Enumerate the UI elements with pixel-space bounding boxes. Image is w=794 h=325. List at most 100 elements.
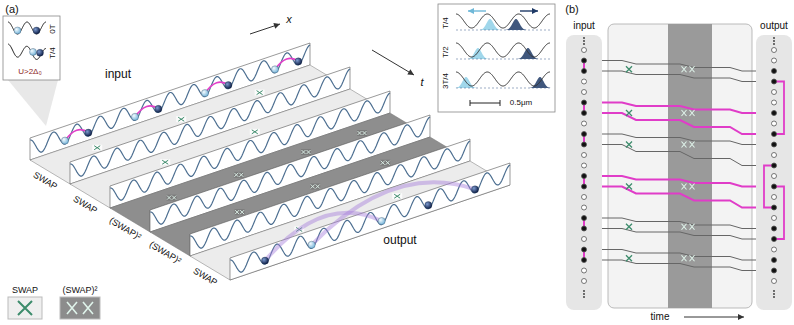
- atom-trajectory: [602, 71, 756, 82]
- scale-label: 0.5μm: [510, 99, 532, 107]
- lattice-potential: [456, 14, 550, 28]
- arrow-head: [407, 69, 414, 75]
- panel-letter: (a): [5, 4, 18, 15]
- entangled-trajectory: [602, 187, 756, 208]
- dark-atom: [85, 129, 92, 136]
- gate-tile: [255, 90, 265, 96]
- entangled-trajectory: [602, 176, 756, 187]
- swap-cross: [690, 110, 695, 116]
- legend-sample: [60, 297, 100, 319]
- swap-cross: [682, 66, 687, 72]
- empty-site: [772, 100, 777, 105]
- dark-atom: [261, 257, 268, 264]
- input-label: input: [105, 68, 131, 80]
- panel-a-illustration: [3, 4, 555, 319]
- occupied-site: [582, 184, 587, 189]
- swap-cross: [316, 184, 320, 188]
- swap-cross: [307, 150, 311, 154]
- swap-cross: [240, 210, 244, 214]
- gate-tile: [176, 116, 186, 122]
- site-column: output: [756, 20, 792, 310]
- ellipsis-dot: [773, 40, 775, 42]
- swap-cross: [358, 131, 362, 135]
- empty-site: [772, 247, 777, 252]
- panel-b-illustration: [602, 24, 756, 320]
- dark-atom: [225, 82, 232, 89]
- dark-atom: [471, 186, 478, 193]
- entanglement-bracket: [774, 187, 784, 240]
- empty-site: [582, 279, 587, 284]
- empty-site: [772, 153, 777, 158]
- empty-site: [772, 90, 777, 95]
- legend-sample: [8, 297, 42, 319]
- light-atom: [308, 241, 315, 248]
- swap-cross: [626, 142, 632, 148]
- column-heading: output: [756, 20, 792, 33]
- swap-cross: [626, 224, 632, 230]
- swap-cross: [682, 255, 687, 261]
- site-array: [756, 35, 792, 310]
- ellipsis-dot: [773, 43, 775, 45]
- double-well-potential: [8, 44, 46, 59]
- panel-letter: (b): [565, 4, 578, 15]
- swap-cross: [626, 66, 632, 72]
- axis-label: t: [420, 77, 423, 88]
- atom-trajectory: [602, 134, 756, 145]
- baseline: [456, 30, 550, 31]
- swap-cross: [690, 224, 695, 230]
- axis-label: x: [286, 14, 292, 25]
- entanglement-arc: [265, 213, 382, 261]
- light-atom: [201, 90, 208, 97]
- atom-trajectory: [602, 145, 756, 166]
- swap-cross: [394, 194, 400, 198]
- lattice-potential: [456, 43, 550, 57]
- dark-atom: [37, 49, 44, 56]
- entangled-trajectory: [602, 113, 756, 134]
- time-label: 3T/4: [442, 72, 450, 88]
- arrow-head: [273, 23, 280, 29]
- ellipsis-dot: [583, 296, 585, 298]
- legend-text: (SWAP)²: [62, 286, 97, 295]
- ellipsis-dot: [773, 290, 775, 292]
- site-array: [566, 35, 602, 310]
- time-panel: [608, 24, 752, 308]
- swap-cross: [172, 196, 176, 200]
- empty-site: [582, 121, 587, 126]
- time-axis-label: time: [651, 312, 670, 322]
- swap-cross: [386, 161, 390, 165]
- swap-cross: [626, 110, 632, 116]
- occupied-site: [582, 142, 587, 147]
- swap-cross: [682, 142, 687, 148]
- gate-tile: [234, 172, 244, 178]
- swap-cross: [235, 210, 239, 214]
- light-wavepacket: [466, 48, 490, 59]
- empty-site: [582, 48, 587, 53]
- occupied-site: [772, 111, 777, 116]
- time-label: T/4: [49, 47, 57, 59]
- double-well-potential: [8, 22, 46, 34]
- baseline: [456, 88, 550, 89]
- swap-cross: [239, 173, 243, 177]
- occupied-site: [582, 100, 587, 105]
- light-atom: [14, 27, 21, 34]
- swap-cross: [690, 184, 695, 190]
- gate-tile: [235, 209, 245, 215]
- ellipsis-dot: [583, 293, 585, 295]
- occupied-site: [582, 69, 587, 74]
- arrow-shaft: [250, 24, 280, 34]
- light-atom: [378, 217, 385, 224]
- ellipsis-dot: [583, 37, 585, 39]
- occupied-site: [582, 226, 587, 231]
- atom-trajectory: [602, 61, 756, 72]
- light-atom: [30, 48, 37, 55]
- dark-atom: [425, 202, 432, 209]
- swap-cross: [167, 196, 171, 200]
- scale-bar: [470, 100, 500, 106]
- arrow-head: [738, 314, 744, 320]
- swap-cross: [18, 301, 32, 315]
- arrow-head: [468, 8, 474, 14]
- swap-cross: [626, 255, 632, 261]
- double-swap-stripe: [668, 24, 712, 308]
